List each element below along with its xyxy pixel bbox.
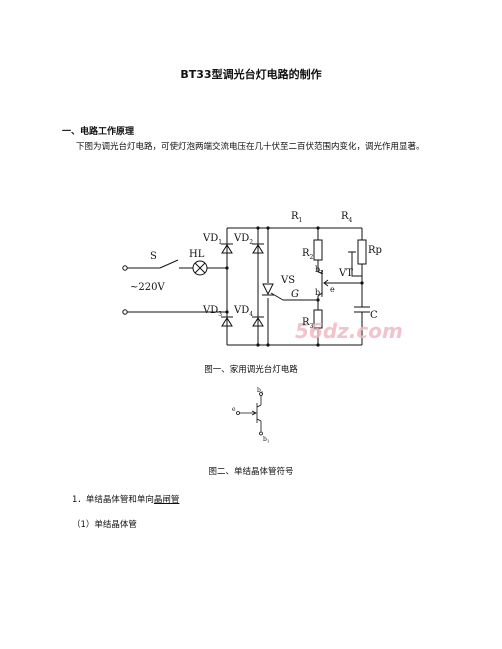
label-vd4-sub: 4	[249, 311, 253, 318]
subsection-heading-ujt-scr: 1．单结晶体管和单向晶闸管	[72, 493, 179, 505]
label-hl: HL	[189, 249, 205, 260]
label-r3-sub: 3	[310, 323, 314, 330]
label-b2: b	[315, 265, 320, 274]
label-r4: R	[341, 211, 349, 222]
label-b1-sub: 1	[320, 293, 324, 299]
label-r3: R	[302, 317, 310, 328]
label-r2-sub: 2	[310, 254, 314, 261]
svg-text:R3: R3	[302, 317, 314, 330]
svg-text:b1: b1	[263, 436, 269, 444]
scr-vs-icon	[262, 283, 318, 301]
svg-text:b1: b1	[315, 288, 324, 299]
terminal-bottom	[122, 309, 128, 315]
label-r4-sub: 4	[349, 217, 353, 224]
label-vd3: VD	[202, 305, 218, 316]
switch-s	[159, 259, 179, 269]
fig2-label-e: e	[232, 406, 236, 413]
potentiometer-rp	[357, 239, 367, 265]
subsection-heading-prefix: 1．单结晶体管和单向	[72, 495, 154, 505]
label-vd2: VD	[233, 233, 249, 244]
label-rp: Rp	[368, 245, 382, 256]
label-voltage: ~220V	[130, 282, 165, 293]
terminal-top	[122, 265, 128, 271]
page-title: BT33型调光台灯电路的制作	[180, 68, 322, 81]
svg-text:VD3: VD3	[202, 305, 222, 318]
fig2-label-b1: b	[263, 436, 267, 443]
svg-text:b2: b2	[315, 265, 324, 276]
label-vd1-sub: 1	[218, 239, 222, 246]
fig2-label-b2-sub: 2	[261, 390, 264, 395]
watermark: 56dz.com	[295, 319, 403, 343]
capacitor-c	[354, 306, 370, 345]
label-vd3-sub: 3	[218, 311, 222, 318]
fig2-label-b1-sub: 1	[267, 439, 270, 444]
svg-text:R4: R4	[341, 211, 353, 224]
subsection-heading-underlined: 晶闸管	[153, 495, 180, 505]
lamp-hl-icon	[192, 260, 208, 276]
label-vd1: VD	[202, 233, 218, 244]
label-r1-sub: 1	[299, 217, 303, 224]
label-r2: R	[302, 248, 310, 259]
label-s: S	[150, 251, 157, 262]
section-heading-circuit-principle: 一、电路工作原理	[62, 127, 135, 137]
resistor-r2	[313, 239, 323, 261]
label-vt: VT	[338, 268, 353, 279]
subsection-heading-ujt: （1）单结晶体管	[72, 520, 137, 530]
dimmer-circuit-diagram: 56dz.com S HL ~220V VD1 VD2 VD3 VD4 R1 R…	[122, 211, 403, 347]
diode-vd1-icon	[221, 243, 233, 254]
ujt-symbol-diagram: b2 e b1	[232, 387, 269, 444]
label-vd4: VD	[233, 305, 249, 316]
diode-vd3-icon	[221, 316, 233, 327]
label-e: e	[330, 285, 335, 294]
figure1-caption: 图一、家用调光台灯电路	[204, 365, 298, 375]
figure2-caption: 图二、单结晶体管符号	[208, 467, 294, 477]
label-c: C	[370, 310, 378, 321]
svg-text:VD2: VD2	[233, 233, 253, 246]
svg-text:VD4: VD4	[233, 305, 253, 318]
label-vs: VS	[280, 275, 295, 286]
svg-text:R1: R1	[291, 211, 302, 224]
label-g: G	[291, 289, 299, 300]
label-b2-sub: 2	[320, 270, 324, 276]
diode-vd4-icon	[252, 316, 264, 327]
label-b1: b	[315, 288, 320, 297]
svg-text:VD1: VD1	[202, 233, 222, 246]
diode-vd2-icon	[252, 243, 264, 254]
svg-text:b2: b2	[257, 387, 264, 395]
label-r1: R	[291, 211, 299, 222]
intro-paragraph: 下图为调光台灯电路，可使灯泡两端交流电压在几十伏至二百伏范围内变化，调光作用显著…	[76, 142, 425, 152]
fig2-label-b2: b	[257, 387, 261, 394]
ujt-vt-icon	[317, 270, 362, 297]
label-vd2-sub: 2	[249, 239, 253, 246]
svg-text:R2: R2	[302, 248, 314, 261]
